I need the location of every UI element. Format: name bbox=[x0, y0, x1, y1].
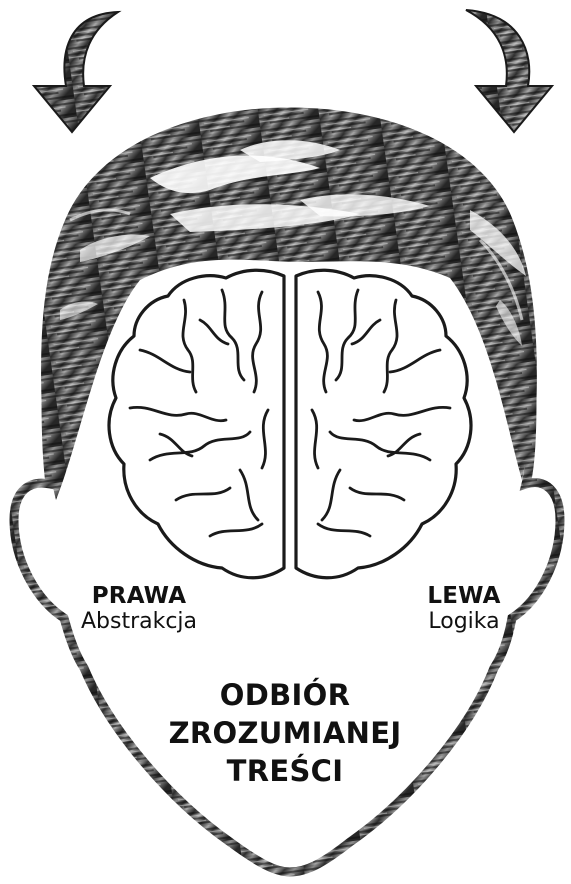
center-caption-line: ODBIÓR bbox=[140, 676, 430, 714]
left-hemisphere-subtitle: Logika bbox=[414, 610, 514, 633]
curved-arrow-down-left-icon bbox=[34, 12, 118, 132]
right-hemisphere-title: PRAWA bbox=[70, 584, 208, 608]
right-hemisphere-label: PRAWA Abstrakcja bbox=[70, 584, 208, 633]
curved-arrow-down-right-icon bbox=[466, 10, 552, 132]
center-caption-line: ZROZUMIANEJ bbox=[140, 714, 430, 752]
left-hemisphere-title: LEWA bbox=[414, 584, 514, 608]
right-hemisphere-subtitle: Abstrakcja bbox=[70, 610, 208, 633]
center-caption: ODBIÓR ZROZUMIANEJ TREŚCI bbox=[140, 676, 430, 790]
center-caption-line: TREŚCI bbox=[140, 752, 430, 790]
left-hemisphere-label: LEWA Logika bbox=[414, 584, 514, 633]
